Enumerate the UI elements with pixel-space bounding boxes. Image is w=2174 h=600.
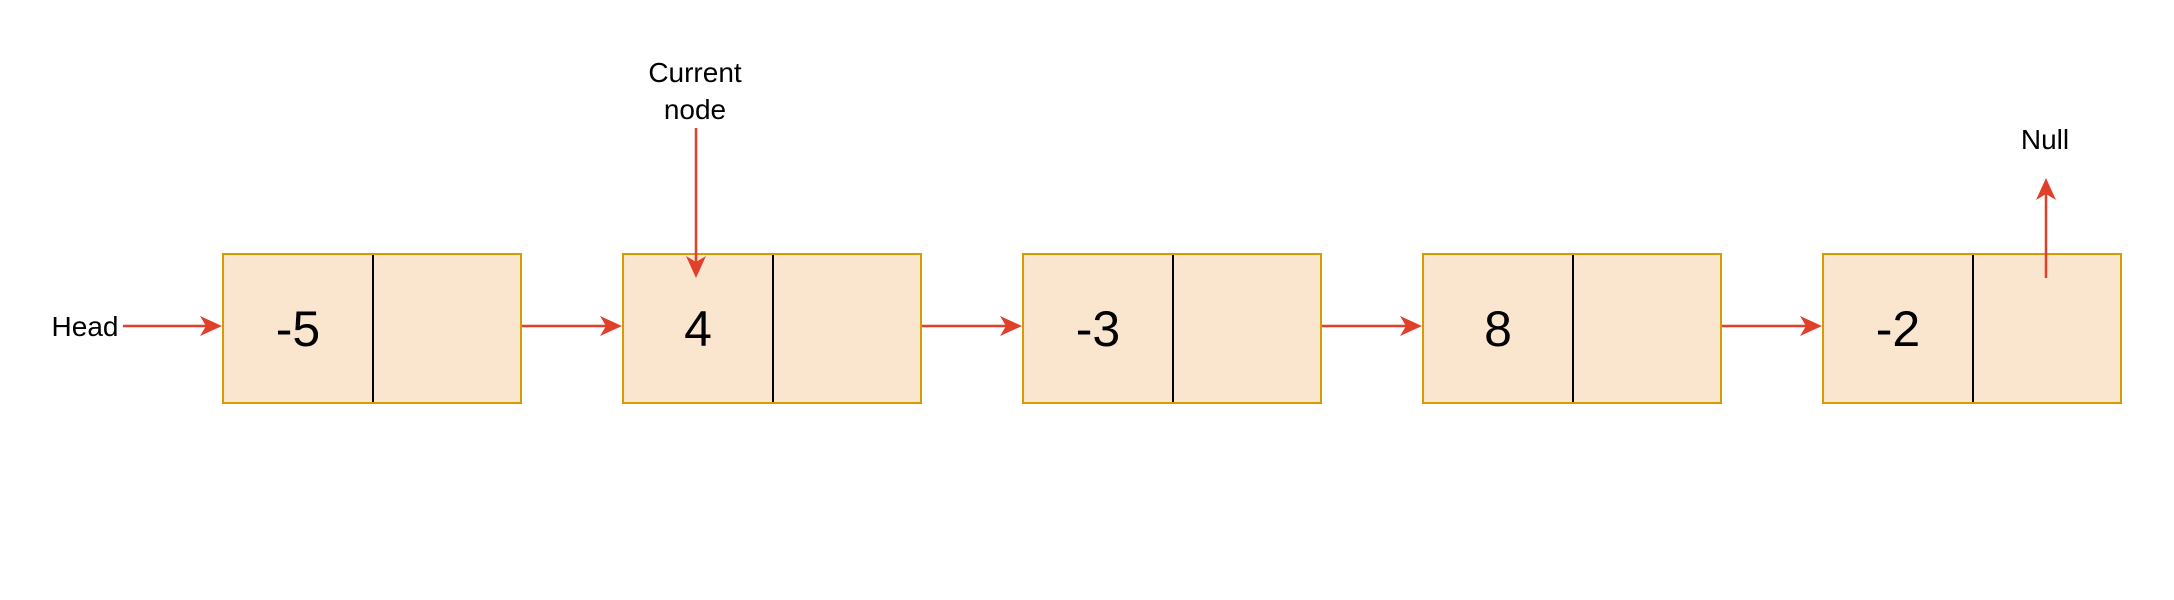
current-node-label-line2: node bbox=[663, 94, 727, 125]
node-5-value: -2 bbox=[1875, 300, 1921, 357]
node-3-divider bbox=[1172, 255, 1174, 402]
node-1-divider bbox=[372, 255, 374, 402]
node-2-value: 4 bbox=[684, 300, 712, 357]
node-1-next-pointer bbox=[374, 255, 520, 402]
node-4-next-pointer bbox=[1574, 255, 1720, 402]
node-3: -3 bbox=[1022, 253, 1322, 404]
node-2: 4 bbox=[622, 253, 922, 404]
node-5: -2 bbox=[1822, 253, 2122, 404]
node-3-next-pointer bbox=[1174, 255, 1320, 402]
node-1-value: -5 bbox=[275, 300, 321, 357]
node-2-next-pointer bbox=[774, 255, 920, 402]
current-node-label-line1: Current bbox=[648, 57, 742, 88]
current-node-label: Current node bbox=[620, 54, 770, 128]
link-arrow-2-3 bbox=[922, 316, 1022, 336]
node-5-next-pointer bbox=[1974, 255, 2120, 402]
node-4-divider bbox=[1572, 255, 1574, 402]
link-arrow-4-5 bbox=[1722, 316, 1822, 336]
head-label: Head bbox=[51, 311, 119, 342]
node-4-value: 8 bbox=[1484, 300, 1512, 357]
node-2-divider bbox=[772, 255, 774, 402]
node-1: -5 bbox=[222, 253, 522, 404]
node-5-divider bbox=[1972, 255, 1974, 402]
node-4: 8 bbox=[1422, 253, 1722, 404]
link-arrow-3-4 bbox=[1322, 316, 1422, 336]
null-label: Null bbox=[2020, 124, 2070, 155]
node-3-value: -3 bbox=[1075, 300, 1121, 357]
link-arrow-1-2 bbox=[522, 316, 622, 336]
